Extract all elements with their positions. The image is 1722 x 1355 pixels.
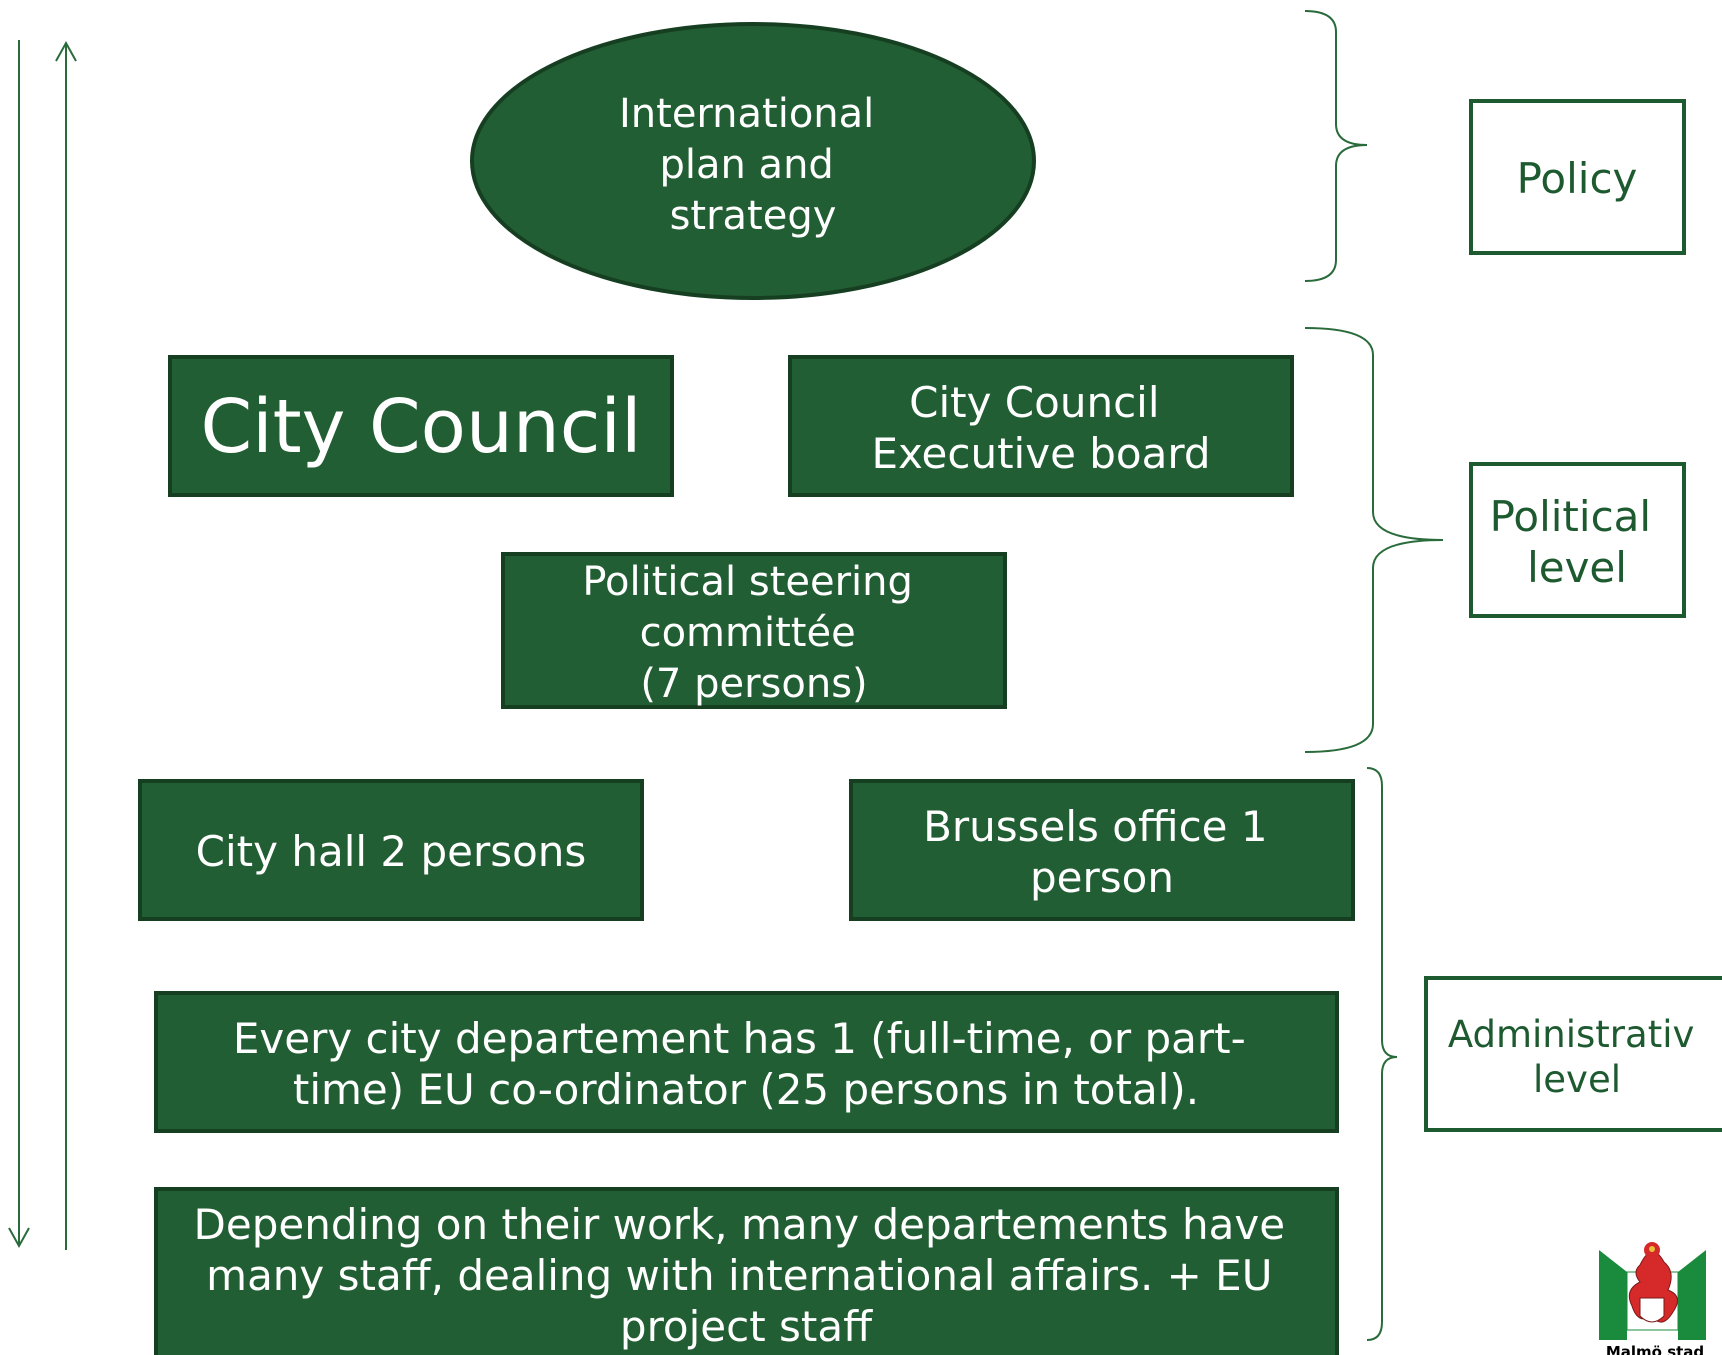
eu-coordinators-box (154, 991, 1339, 1133)
administrative-level-label: Administrativ level (1424, 976, 1722, 1132)
city-hall-box (138, 779, 644, 921)
executive-board-node: City Council Executive board (788, 355, 1294, 497)
up-arrowhead-icon (55, 40, 77, 62)
political-brace (1304, 327, 1444, 753)
left-arrows (8, 40, 77, 1250)
department-staff-line-3: project staff (620, 1302, 873, 1351)
logo-caption: Malmö stad (1606, 1343, 1704, 1355)
department-staff-line-1: Depending on their work, many departemen… (194, 1200, 1286, 1249)
city-hall-node: City hall 2 persons (138, 779, 644, 921)
svg-text:International plan and: International plan and strategy (619, 91, 887, 239)
policy-level-text: Policy (1517, 154, 1638, 203)
svg-text:Political steering commi: Political steering committée (7 persons) (582, 559, 925, 707)
policy-brace (1304, 10, 1368, 282)
executive-board-line-1: City Council (909, 378, 1159, 427)
city-hall-label: City hall 2 persons (196, 827, 587, 876)
svg-text:Malmö stad: Malmö stad (1606, 1343, 1704, 1355)
administrative-brace (1366, 767, 1398, 1341)
policy-level-label: Policy (1469, 99, 1686, 255)
plan-node: International plan and strategy (470, 22, 1036, 300)
down-arrowhead-icon (8, 1227, 30, 1249)
svg-text:Brussels office 1 person: Brussels office 1 person (923, 802, 1281, 902)
eu-coordinators-line-2: time) EU co-ordinator (25 persons in tot… (293, 1065, 1199, 1114)
svg-text:City hall 2 persons: City hall 2 persons (196, 827, 587, 876)
administrative-level-box (1424, 976, 1722, 1132)
city-council-box (168, 355, 674, 497)
svg-text:City Council: City Council (200, 384, 641, 470)
steering-committee-node: Political steering committée (7 persons) (501, 552, 1007, 709)
svg-text:Administrativ level: Administrativ level (1448, 1013, 1706, 1101)
brussels-office-line-1: Brussels office 1 (923, 802, 1268, 851)
policy-level-box (1469, 99, 1686, 255)
political-level-label: Political level (1469, 462, 1686, 618)
brussels-office-node: Brussels office 1 person (849, 779, 1355, 921)
administrative-level-line-2: level (1533, 1058, 1621, 1101)
svg-text:City Council Executive b: City Council Executive board (871, 378, 1210, 478)
steering-committee-box (501, 552, 1007, 709)
political-level-box (1469, 462, 1686, 618)
plan-line-3: strategy (670, 193, 837, 239)
city-council-label: City Council (200, 384, 641, 470)
executive-board-line-2: Executive board (871, 429, 1210, 478)
malmo-coat-of-arms-icon (1599, 1242, 1706, 1340)
eu-coordinators-line-1: Every city departement has 1 (full-time,… (233, 1014, 1246, 1063)
svg-text:Every city departement has 1 (: Every city departement has 1 (full-time,… (233, 1014, 1259, 1114)
city-council-node: City Council (168, 355, 674, 497)
svg-text:Depending on their work, many: Depending on their work, many departemen… (194, 1200, 1299, 1351)
steering-committee-line-2: committée (640, 610, 856, 656)
brussels-office-line-2: person (1030, 853, 1174, 902)
department-staff-box (154, 1187, 1339, 1355)
political-level-line-1: Political (1490, 492, 1652, 541)
steering-committee-line-1: Political steering (582, 559, 913, 605)
svg-text:Political level: Political level (1490, 492, 1665, 592)
plan-ellipse (470, 22, 1036, 300)
malmo-logo: Malmö stad (1599, 1242, 1706, 1355)
svg-text:Policy: Policy (1517, 154, 1638, 203)
department-staff-node: Depending on their work, many departemen… (154, 1187, 1339, 1355)
administrative-level-line-1: Administrativ (1448, 1013, 1695, 1056)
executive-board-box (788, 355, 1294, 497)
eu-coordinators-node: Every city departement has 1 (full-time,… (154, 991, 1339, 1133)
steering-committee-line-3: (7 persons) (640, 661, 867, 707)
plan-line-1: International (619, 91, 874, 137)
political-level-line-2: level (1527, 543, 1627, 592)
brussels-office-box (849, 779, 1355, 921)
plan-line-2: plan and (659, 142, 833, 188)
department-staff-line-2: many staff, dealing with international a… (206, 1251, 1272, 1300)
